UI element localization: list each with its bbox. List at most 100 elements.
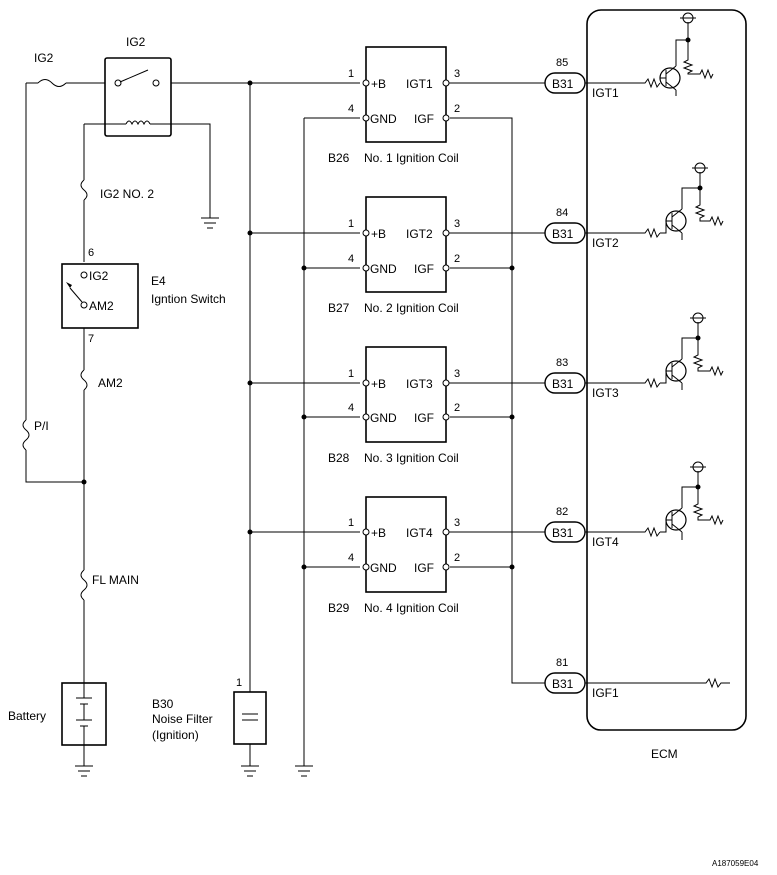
coil-3-pin-b: 1 <box>348 368 354 380</box>
coil-4-pin-igt: 3 <box>454 517 460 529</box>
coil-4-term-igt <box>442 528 450 536</box>
ecm-driver-3 <box>585 312 724 390</box>
coil-3-term-b <box>362 379 370 387</box>
driver-1-transistor-leads <box>660 39 688 96</box>
switch-term-ig2 <box>80 271 88 279</box>
ecm-igt2-label: IGT2 <box>592 236 619 250</box>
coil-2-term-igf <box>442 264 450 272</box>
relay-contact-left <box>114 79 122 87</box>
ig2-fuse-icon <box>37 79 67 87</box>
b31-connector-84: 84 B31 <box>544 207 586 244</box>
coil-1-box <box>365 46 447 143</box>
driver-3-pullup-icon <box>692 322 724 377</box>
switch-am2-label: AM2 <box>89 299 114 313</box>
ignition-coil-4: 1 +B 4 GND IGT4 3 IGF 2 B29 No. 4 Igniti… <box>328 496 460 615</box>
ignition-coil-2: 1 +B 4 GND IGT2 3 IGF 2 B27 No. 2 Igniti… <box>328 196 460 315</box>
ecm-igt4-label: IGT4 <box>592 535 619 549</box>
relay-coil-to-ground <box>150 123 211 218</box>
driver-3-resistor-icon <box>585 377 661 389</box>
coil-4-pin-igf: 2 <box>454 552 460 564</box>
coil-3-term-igt <box>442 379 450 387</box>
igf-bus <box>450 117 545 684</box>
driver-1-resistor-icon <box>585 77 661 89</box>
ig2no2-fuse-icon <box>80 179 88 201</box>
coil-2-pin-igt: 3 <box>454 218 460 230</box>
ecm-driver-4 <box>585 461 724 540</box>
b31-label-81: B31 <box>552 677 574 691</box>
coil-1-pin-igt: 3 <box>454 68 460 80</box>
ignition-key-icon <box>69 287 83 303</box>
driver-2-resistor-icon <box>585 227 661 239</box>
coil-3-term-igf <box>442 413 450 421</box>
coil-2-pin-b: 1 <box>348 218 354 230</box>
coil-2-b-label: +B <box>371 227 386 241</box>
noise-filter-pin: 1 <box>236 677 242 689</box>
coil-2-code: B27 <box>328 301 350 315</box>
ig2-fuse-label: IG2 <box>34 51 54 65</box>
coil-2-term-gnd <box>362 264 370 272</box>
switch-pin-6: 6 <box>88 247 94 259</box>
coil-2-gnd-label: GND <box>370 262 397 276</box>
coil-4-box <box>365 496 447 593</box>
switch-term-am2 <box>80 301 88 309</box>
ecm-pin-82: 82 <box>556 506 568 518</box>
coil-3-igf-label: IGF <box>414 411 434 425</box>
coil-1-pin-gnd: 4 <box>348 103 354 115</box>
coil-1-pin-igf: 2 <box>454 103 460 115</box>
coil-1-code: B26 <box>328 151 350 165</box>
driver-2-transistor-leads <box>660 187 700 240</box>
driver-1-node <box>685 37 691 43</box>
switch-code-label: E4 <box>151 274 166 288</box>
gnd-bus-branches <box>304 267 360 568</box>
b31-connector-85: 85 B31 <box>544 57 586 94</box>
ecm-pin-83: 83 <box>556 357 568 369</box>
igf-bus-branches <box>450 267 512 568</box>
driver-4-resistor-icon <box>585 526 661 538</box>
coil-1-term-igt <box>442 79 450 87</box>
driver-4-transistor-leads <box>660 486 698 540</box>
coil-2-term-b <box>362 229 370 237</box>
coil-4-term-b <box>362 528 370 536</box>
relay-coil-icon <box>125 120 151 126</box>
driver-1-pullup-icon <box>682 22 714 80</box>
coil-1-igf-label: IGF <box>414 112 434 126</box>
b31-label-82: B31 <box>552 526 574 540</box>
coil-3-term-gnd <box>362 413 370 421</box>
noise-filter-box <box>233 691 267 745</box>
ig2no2-label: IG2 NO. 2 <box>100 187 154 201</box>
coil-1-term-gnd <box>362 114 370 122</box>
coil-4-igt-label: IGT4 <box>406 526 433 540</box>
coil-4-gnd-label: GND <box>370 561 397 575</box>
coil-3-b-label: +B <box>371 377 386 391</box>
coil-3-name: No. 3 Ignition Coil <box>364 451 459 465</box>
ecm-igf1-resistor-icon <box>585 677 730 689</box>
junction-dot <box>81 479 87 485</box>
coil-1-term-b <box>362 79 370 87</box>
switch-name-label: Igntion Switch <box>151 292 226 306</box>
noise-filter-name: Noise Filter <box>152 712 213 726</box>
coil-1-pin-b: 1 <box>348 68 354 80</box>
noise-filter-name2: (Ignition) <box>152 728 199 742</box>
b31-connector-82: 82 B31 <box>544 506 586 543</box>
b31-label-85: B31 <box>552 77 574 91</box>
capacitor-icon <box>242 713 258 721</box>
coil-1-term-igf <box>442 114 450 122</box>
coil-3-igt-label: IGT3 <box>406 377 433 391</box>
ecm-igt3-label: IGT3 <box>592 386 619 400</box>
ig2-relay-box <box>104 57 172 137</box>
driver-3-node <box>695 335 701 341</box>
driver-2-pullup-icon <box>694 172 724 227</box>
b31-label-84: B31 <box>552 227 574 241</box>
driver-4-node <box>695 484 701 490</box>
b31-connector-83: 83 B31 <box>544 357 586 394</box>
coil-3-pin-gnd: 4 <box>348 402 354 414</box>
pi-label: P/I <box>34 419 49 433</box>
coil-3-pin-igf: 2 <box>454 402 460 414</box>
coil-3-pin-igt: 3 <box>454 368 460 380</box>
fl-main-fuse-icon <box>80 569 88 601</box>
battery-icon <box>76 683 92 745</box>
driver-4-pullup-icon <box>692 471 724 526</box>
relay-contact-right <box>152 79 160 87</box>
coil-2-name: No. 2 Ignition Coil <box>364 301 459 315</box>
